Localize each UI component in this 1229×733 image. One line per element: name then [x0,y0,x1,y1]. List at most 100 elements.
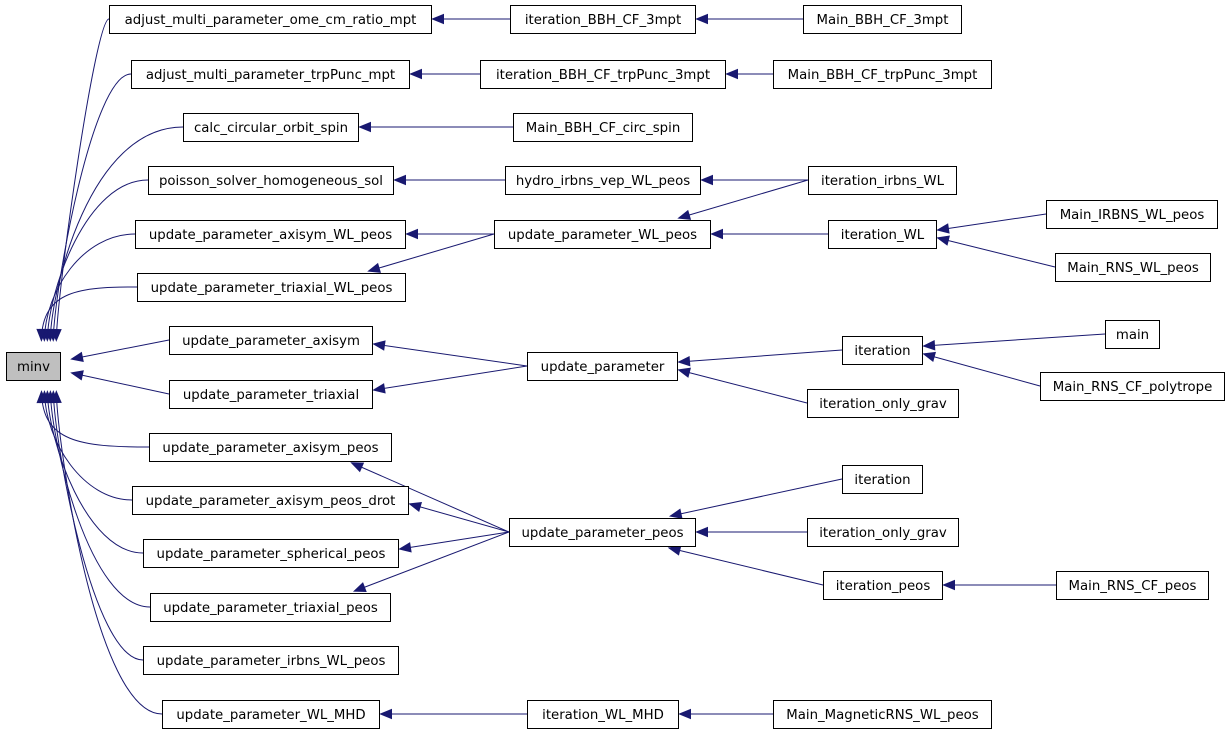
node-box [135,220,406,249]
node-calc-circular-orbit-spin[interactable]: calc_circular_orbit_spin [183,113,359,142]
node-label: update_parameter_spherical_peos [157,547,386,562]
edge-arrowhead [936,235,950,246]
node-update-parameter-axisym-peos[interactable]: update_parameter_axisym_peos [149,433,392,462]
node-adjust-multi-parameter-trppunc-mpt[interactable]: adjust_multi_parameter_trpPunc_mpt [131,60,410,89]
node-poisson-solver-homogeneous-sol[interactable]: poisson_solver_homogeneous_sol [148,166,394,195]
edge-arrowhead [372,340,386,351]
node-main-bbh-cf-trppunc-3mpt[interactable]: Main_BBH_CF_trpPunc_3mpt [773,60,992,89]
node-update-parameter-wl-peos[interactable]: update_parameter_WL_peos [494,220,711,249]
edge-arrowhead [710,228,723,240]
node-update-parameter-wl-mhd[interactable]: update_parameter_WL_MHD [162,700,380,729]
node-update-parameter-peos[interactable]: update_parameter_peos [509,518,696,547]
edge-line [937,237,1056,268]
node-box [505,166,701,195]
node-main-magneticrns-wl-peos[interactable]: Main_MagneticRNS_WL_peos [773,700,992,729]
node-main-bbh-cf-circ-spin[interactable]: Main_BBH_CF_circ_spin [513,113,693,142]
node-label: hydro_irbns_vep_WL_peos [516,174,690,189]
edge-n2-to-n1 [431,13,510,25]
edge-n17-to-minv [36,286,138,342]
node-update-parameter[interactable]: update_parameter [527,352,678,381]
edge-n32-to-n31 [942,579,1056,591]
edge-n35-to-minv [51,390,163,715]
node-iteration-only-grav[interactable]: iteration_only_grav [807,389,959,418]
edge-arrowhead [677,209,692,220]
node-update-parameter-spherical-peos[interactable]: update_parameter_spherical_peos [143,539,399,568]
edge-n19-to-n18 [372,340,528,367]
node-box [823,571,943,600]
node-update-parameter-triaxial-peos[interactable]: update_parameter_triaxial_peos [150,593,391,622]
edge-arrowhead [431,13,444,25]
node-label: calc_circular_orbit_spin [194,121,348,136]
node-label: Main_BBH_CF_circ_spin [526,121,681,136]
node-update-parameter-axisym-wl-peos[interactable]: update_parameter_axisym_WL_peos [135,220,406,249]
edge-arrowhead [408,501,423,513]
node-label: Main_RNS_WL_peos [1067,261,1199,276]
node-label: iteration [854,473,910,488]
node-box [828,220,937,249]
edge-line [43,233,136,341]
node-label: iteration_WL [841,228,925,243]
node-main-rns-cf-polytrope[interactable]: Main_RNS_CF_polytrope [1040,372,1225,401]
node-iteration-wl-mhd[interactable]: iteration_WL_MHD [527,700,679,729]
node-iteration-only-grav[interactable]: iteration_only_grav [807,518,959,547]
node-adjust-multi-parameter-ome-cm-ratio-mpt[interactable]: adjust_multi_parameter_ome_cm_ratio_mpt [109,5,432,34]
edge-arrowhead [358,121,371,133]
edge-n26-to-n30 [398,531,510,553]
node-update-parameter-irbns-wl-peos[interactable]: update_parameter_irbns_WL_peos [143,646,399,675]
node-box [1056,571,1209,600]
node-label: update_parameter_WL_MHD [176,708,365,723]
edge-line [669,547,824,586]
edge-line [55,391,163,715]
edge-arrowhead [922,340,936,351]
node-hydro-irbns-vep-wl-peos[interactable]: hydro_irbns_vep_WL_peos [505,166,701,195]
node-iteration-wl[interactable]: iteration_WL [828,220,937,249]
node-label: update_parameter_axisym_WL_peos [149,228,392,243]
node-update-parameter-axisym-peos-drot[interactable]: update_parameter_axisym_peos_drot [132,486,409,515]
node-iteration[interactable]: iteration [842,336,923,365]
node-box [527,352,678,381]
node-update-parameter-triaxial[interactable]: update_parameter_triaxial [169,380,373,409]
node-main-rns-wl-peos[interactable]: Main_RNS_WL_peos [1055,253,1211,282]
edge-line [55,18,110,341]
node-update-parameter-axisym[interactable]: update_parameter_axisym [169,326,373,355]
node-iteration-irbns-wl[interactable]: iteration_irbns_WL [808,166,957,195]
node-box [148,166,394,195]
node-box [149,433,392,462]
node-main-bbh-cf-3mpt[interactable]: Main_BBH_CF_3mpt [803,5,962,34]
node-box [808,166,957,195]
edge-line [49,391,151,608]
node-label: main [1116,328,1149,343]
edge-n8-to-n7 [358,121,513,133]
node-main[interactable]: main [1105,320,1160,349]
edge-line [52,73,132,341]
edges-layer [36,13,1106,720]
edge-arrowhead [677,355,691,367]
node-box [807,389,959,418]
node-label: update_parameter_axisym [182,334,360,349]
edge-line [409,503,510,533]
edge-arrowhead [677,367,691,378]
node-box [1046,200,1218,229]
edge-line [678,369,808,404]
node-box [807,518,959,547]
node-iteration[interactable]: iteration [842,465,923,494]
node-label: Main_RNS_CF_polytrope [1053,380,1213,395]
edge-n36-to-n35 [379,708,527,720]
node-iteration-peos[interactable]: iteration_peos [823,571,943,600]
node-box [773,700,992,729]
node-label: update_parameter_irbns_WL_peos [157,654,386,669]
node-iteration-bbh-cf-3mpt[interactable]: iteration_BBH_CF_3mpt [510,5,696,34]
edge-arrowhead [36,328,47,342]
node-iteration-bbh-cf-trppunc-3mpt[interactable]: iteration_BBH_CF_trpPunc_3mpt [480,60,726,89]
node-main-rns-cf-peos[interactable]: Main_RNS_CF_peos [1056,571,1209,600]
node-box [842,336,923,365]
node-update-parameter-triaxial-wl-peos[interactable]: update_parameter_triaxial_WL_peos [137,273,406,302]
edge-arrowhead [393,174,406,186]
node-main-irbns-wl-peos[interactable]: Main_IRBNS_WL_peos [1046,200,1218,229]
edge-arrowhead [922,351,936,362]
edge-line [923,353,1041,387]
node-box [132,486,409,515]
node-minv[interactable]: minv [6,352,61,381]
edge-n18-to-minv [70,339,170,363]
